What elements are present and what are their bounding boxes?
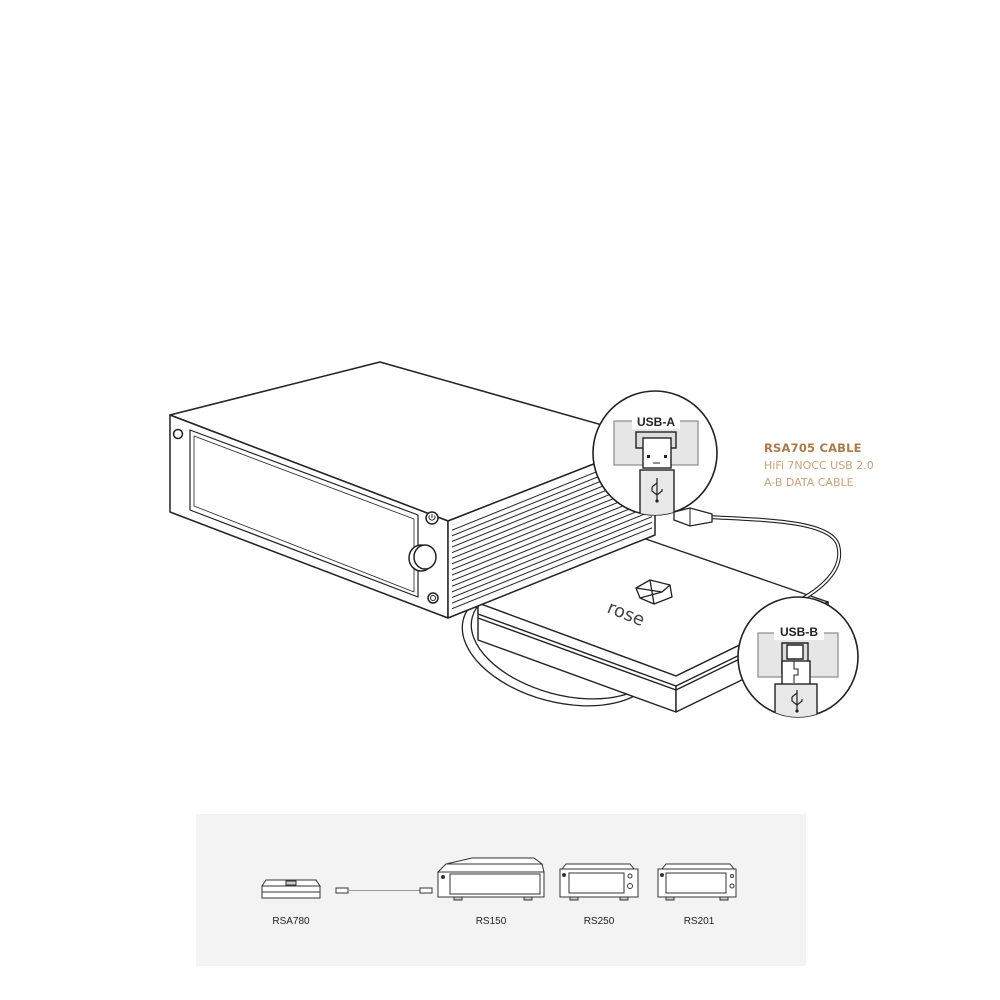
usb-b-callout: USB-B xyxy=(737,596,859,718)
cable-spec-line2: A-B DATA CABLE xyxy=(764,476,854,489)
rsa780-icon xyxy=(261,879,321,899)
usb-a-callout: USB-A xyxy=(592,390,718,516)
model-label-rs250: RS250 xyxy=(583,916,615,927)
streamer-device xyxy=(169,361,656,619)
cable-spec-line1: HiFi 7NOCC USB 2.0 xyxy=(764,459,874,472)
headphone-jack-icon xyxy=(427,592,439,604)
rose-logo-icon xyxy=(635,579,673,605)
usb-b-label: USB-B xyxy=(780,625,818,639)
model-label-rsa780: RSA780 xyxy=(272,916,310,927)
cable-title: RSA705 CABLE xyxy=(764,441,862,455)
usb-a-label: USB-A xyxy=(637,415,675,429)
logo-button-icon xyxy=(172,428,184,440)
rs201-icon xyxy=(657,863,737,901)
rs150-icon xyxy=(436,857,545,901)
rs250-icon xyxy=(559,863,639,901)
usb-symbol-icon xyxy=(651,478,663,500)
cable-icon xyxy=(335,887,433,894)
compatibility-panel xyxy=(196,814,806,966)
usb-symbol-icon xyxy=(791,690,803,710)
model-label-rs201: RS201 xyxy=(683,916,715,927)
model-label-rs150: RS150 xyxy=(475,916,507,927)
cable-callout: RSA705 CABLE HiFi 7NOCC USB 2.0 A-B DATA… xyxy=(764,440,874,491)
usb-cable xyxy=(673,507,842,605)
